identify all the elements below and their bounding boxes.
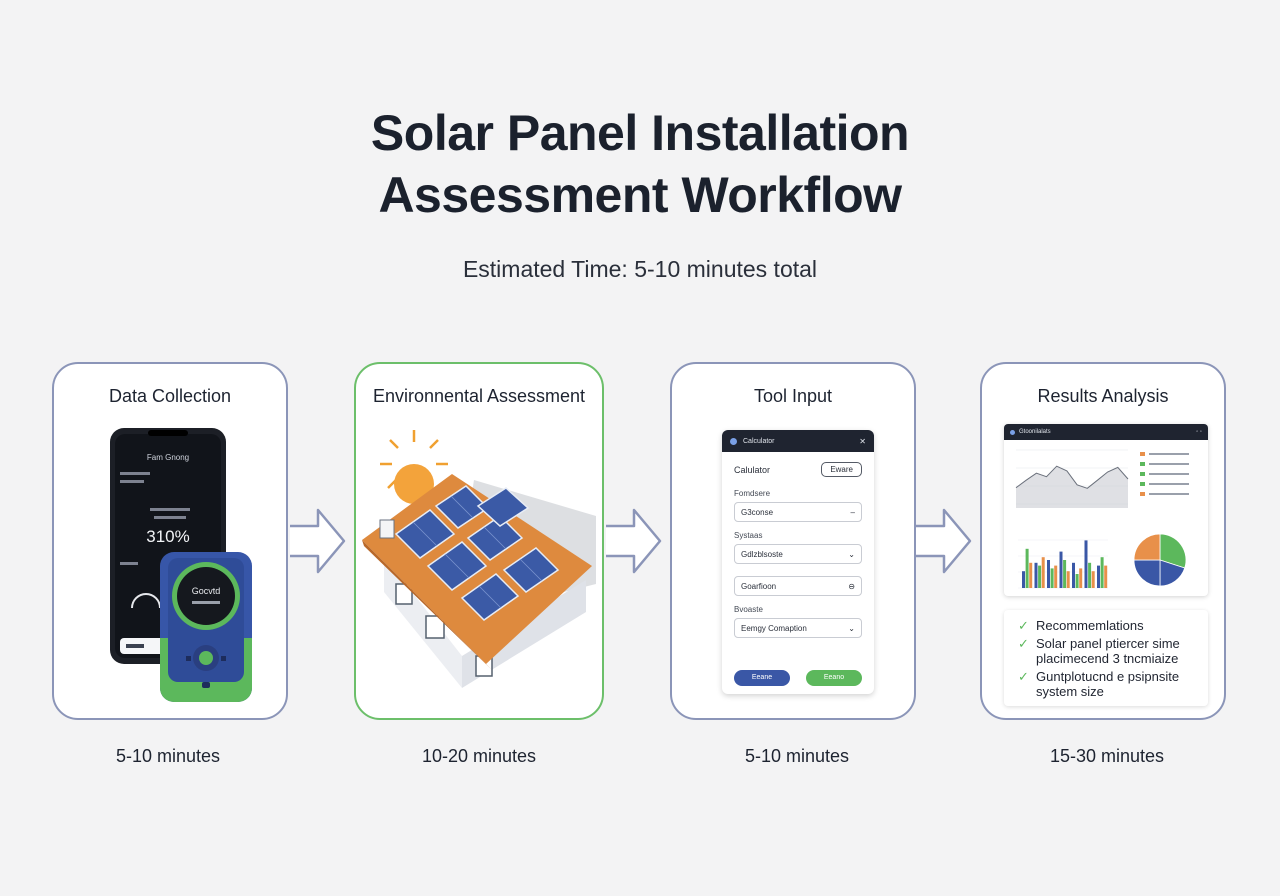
recommendation-item: ✓ Guntplotucnd e psipnsite system size bbox=[1018, 669, 1180, 699]
bar bbox=[1038, 565, 1042, 588]
field-label: Bvoaste bbox=[734, 605, 763, 614]
legend-swatch bbox=[1140, 472, 1145, 476]
app-icon bbox=[1010, 429, 1015, 435]
app-name: Calculator bbox=[743, 437, 775, 445]
legend-swatch bbox=[1140, 492, 1145, 496]
legend-swatch bbox=[1140, 482, 1145, 486]
arrow-right-icon bbox=[606, 508, 662, 574]
results-dashboard: Gtoonilalats ◦ ◦ bbox=[1004, 424, 1208, 596]
title-line-2: Assessment Workflow bbox=[378, 167, 902, 223]
bar bbox=[1059, 551, 1063, 588]
app-name: Gtoonilalats bbox=[1019, 429, 1051, 435]
pie-slice bbox=[1159, 533, 1187, 569]
pie-slice bbox=[1133, 559, 1161, 587]
step-card-data-collection: Data Collection Fam Gnong 310% Gocv bbox=[52, 362, 288, 720]
house-solar-illustration bbox=[362, 430, 596, 688]
step-title: Environnental Assessment bbox=[372, 386, 586, 406]
step-title: Data Collection bbox=[108, 386, 232, 406]
header-button[interactable]: Eware bbox=[821, 462, 862, 477]
info-icon: ⊖ bbox=[848, 581, 855, 591]
bar bbox=[1034, 562, 1038, 588]
secondary-button[interactable]: Eeano bbox=[806, 670, 862, 686]
primary-button[interactable]: Eeane bbox=[734, 670, 790, 686]
bar bbox=[1104, 565, 1108, 588]
bar bbox=[1097, 565, 1100, 588]
recommendations-panel: ✓ Recommemlations ✓ Solar panel ptiercer… bbox=[1004, 610, 1208, 706]
close-icon[interactable]: ✕ bbox=[859, 436, 866, 446]
recommendation-item: ✓ Recommemlations bbox=[1018, 618, 1144, 633]
step-duration: 5-10 minutes bbox=[115, 746, 221, 766]
estimated-time: Estimated Time: 5-10 minutes total bbox=[462, 256, 818, 282]
legend-text-line bbox=[1149, 493, 1189, 495]
field-label: Fomdsere bbox=[734, 489, 771, 498]
step-duration: 5-10 minutes bbox=[744, 746, 850, 766]
step-card-tool-input: Tool Input Calculator ✕ Calulator Eware … bbox=[670, 362, 916, 720]
dashboard-titlebar: Gtoonilalats ◦ ◦ bbox=[1004, 424, 1208, 440]
field-select-4[interactable]: Eemgy Comaption ⌄ bbox=[734, 618, 862, 638]
legend-text-line bbox=[1149, 453, 1189, 455]
app-icon bbox=[730, 437, 737, 445]
field-select-2[interactable]: Gdlzblsoste ⌄ bbox=[734, 544, 862, 564]
title-line-1: Solar Panel Installation bbox=[370, 105, 910, 161]
chevron-down-icon: ⌄ bbox=[848, 549, 855, 559]
step-title: Results Analysis bbox=[1037, 386, 1169, 406]
bar bbox=[1100, 557, 1104, 588]
step-duration: 15-30 minutes bbox=[1049, 746, 1165, 766]
energy-meter-icon: Gocvtd bbox=[160, 552, 252, 702]
legend-swatch bbox=[1140, 452, 1145, 456]
recommendation-item: ✓ Solar panel ptiercer sime placimecend … bbox=[1018, 636, 1180, 666]
check-icon: ✓ bbox=[1018, 669, 1029, 684]
step-card-results-analysis: Results Analysis Gtoonilalats ◦ ◦ ✓ Reco… bbox=[980, 362, 1226, 720]
pie-slice bbox=[1133, 533, 1161, 561]
calculator-titlebar: Calculator ✕ bbox=[722, 430, 874, 452]
calculator-heading: Calulator bbox=[734, 464, 771, 475]
bar bbox=[1025, 548, 1029, 588]
phone-header: Fam Gnong bbox=[147, 453, 189, 462]
legend-swatch bbox=[1140, 462, 1145, 466]
area-line bbox=[1015, 465, 1129, 489]
legend-text-line bbox=[1149, 463, 1189, 465]
field-label: Systaas bbox=[734, 531, 763, 540]
calculator-window: Calculator ✕ Calulator Eware Fomdsere G3… bbox=[722, 430, 874, 694]
bar bbox=[1047, 560, 1050, 588]
meter-label: Gocvtd bbox=[192, 586, 221, 596]
bar bbox=[1041, 557, 1045, 588]
data-collection-illustration: Fam Gnong 310% Gocvtd bbox=[110, 428, 252, 702]
bar bbox=[1072, 562, 1075, 588]
bar bbox=[1054, 565, 1058, 588]
field-select-1[interactable]: G3conse – bbox=[734, 502, 862, 522]
bar bbox=[1088, 562, 1092, 588]
bar bbox=[1022, 571, 1025, 588]
legend-text-line bbox=[1149, 483, 1189, 485]
bar bbox=[1029, 562, 1033, 588]
arrow-right-icon bbox=[916, 508, 972, 574]
bar bbox=[1063, 560, 1067, 588]
bar bbox=[1084, 540, 1088, 588]
page-title: Solar Panel Installation Assessment Work… bbox=[0, 102, 1280, 226]
chevron-down-icon: ⌄ bbox=[848, 623, 855, 633]
bar bbox=[1091, 571, 1095, 588]
phone-value: 310% bbox=[146, 527, 189, 546]
area-fill bbox=[1016, 466, 1128, 508]
results-charts bbox=[1015, 449, 1189, 589]
check-icon: ✓ bbox=[1018, 618, 1029, 633]
check-icon: ✓ bbox=[1018, 636, 1029, 651]
field-input-3[interactable]: Goarfioon ⊖ bbox=[734, 576, 862, 596]
step-card-environmental-assessment: Environnental Assessment bbox=[354, 362, 604, 720]
dash-icon: – bbox=[850, 507, 855, 517]
step-duration: 10-20 minutes bbox=[421, 746, 537, 766]
bar bbox=[1079, 568, 1083, 588]
bar bbox=[1075, 574, 1079, 588]
window-controls-icon: ◦ ◦ bbox=[1196, 429, 1202, 435]
step-title: Tool Input bbox=[753, 386, 833, 406]
legend-text-line bbox=[1149, 473, 1189, 475]
bar bbox=[1066, 571, 1070, 588]
arrow-right-icon bbox=[290, 508, 346, 574]
bar bbox=[1050, 568, 1054, 588]
